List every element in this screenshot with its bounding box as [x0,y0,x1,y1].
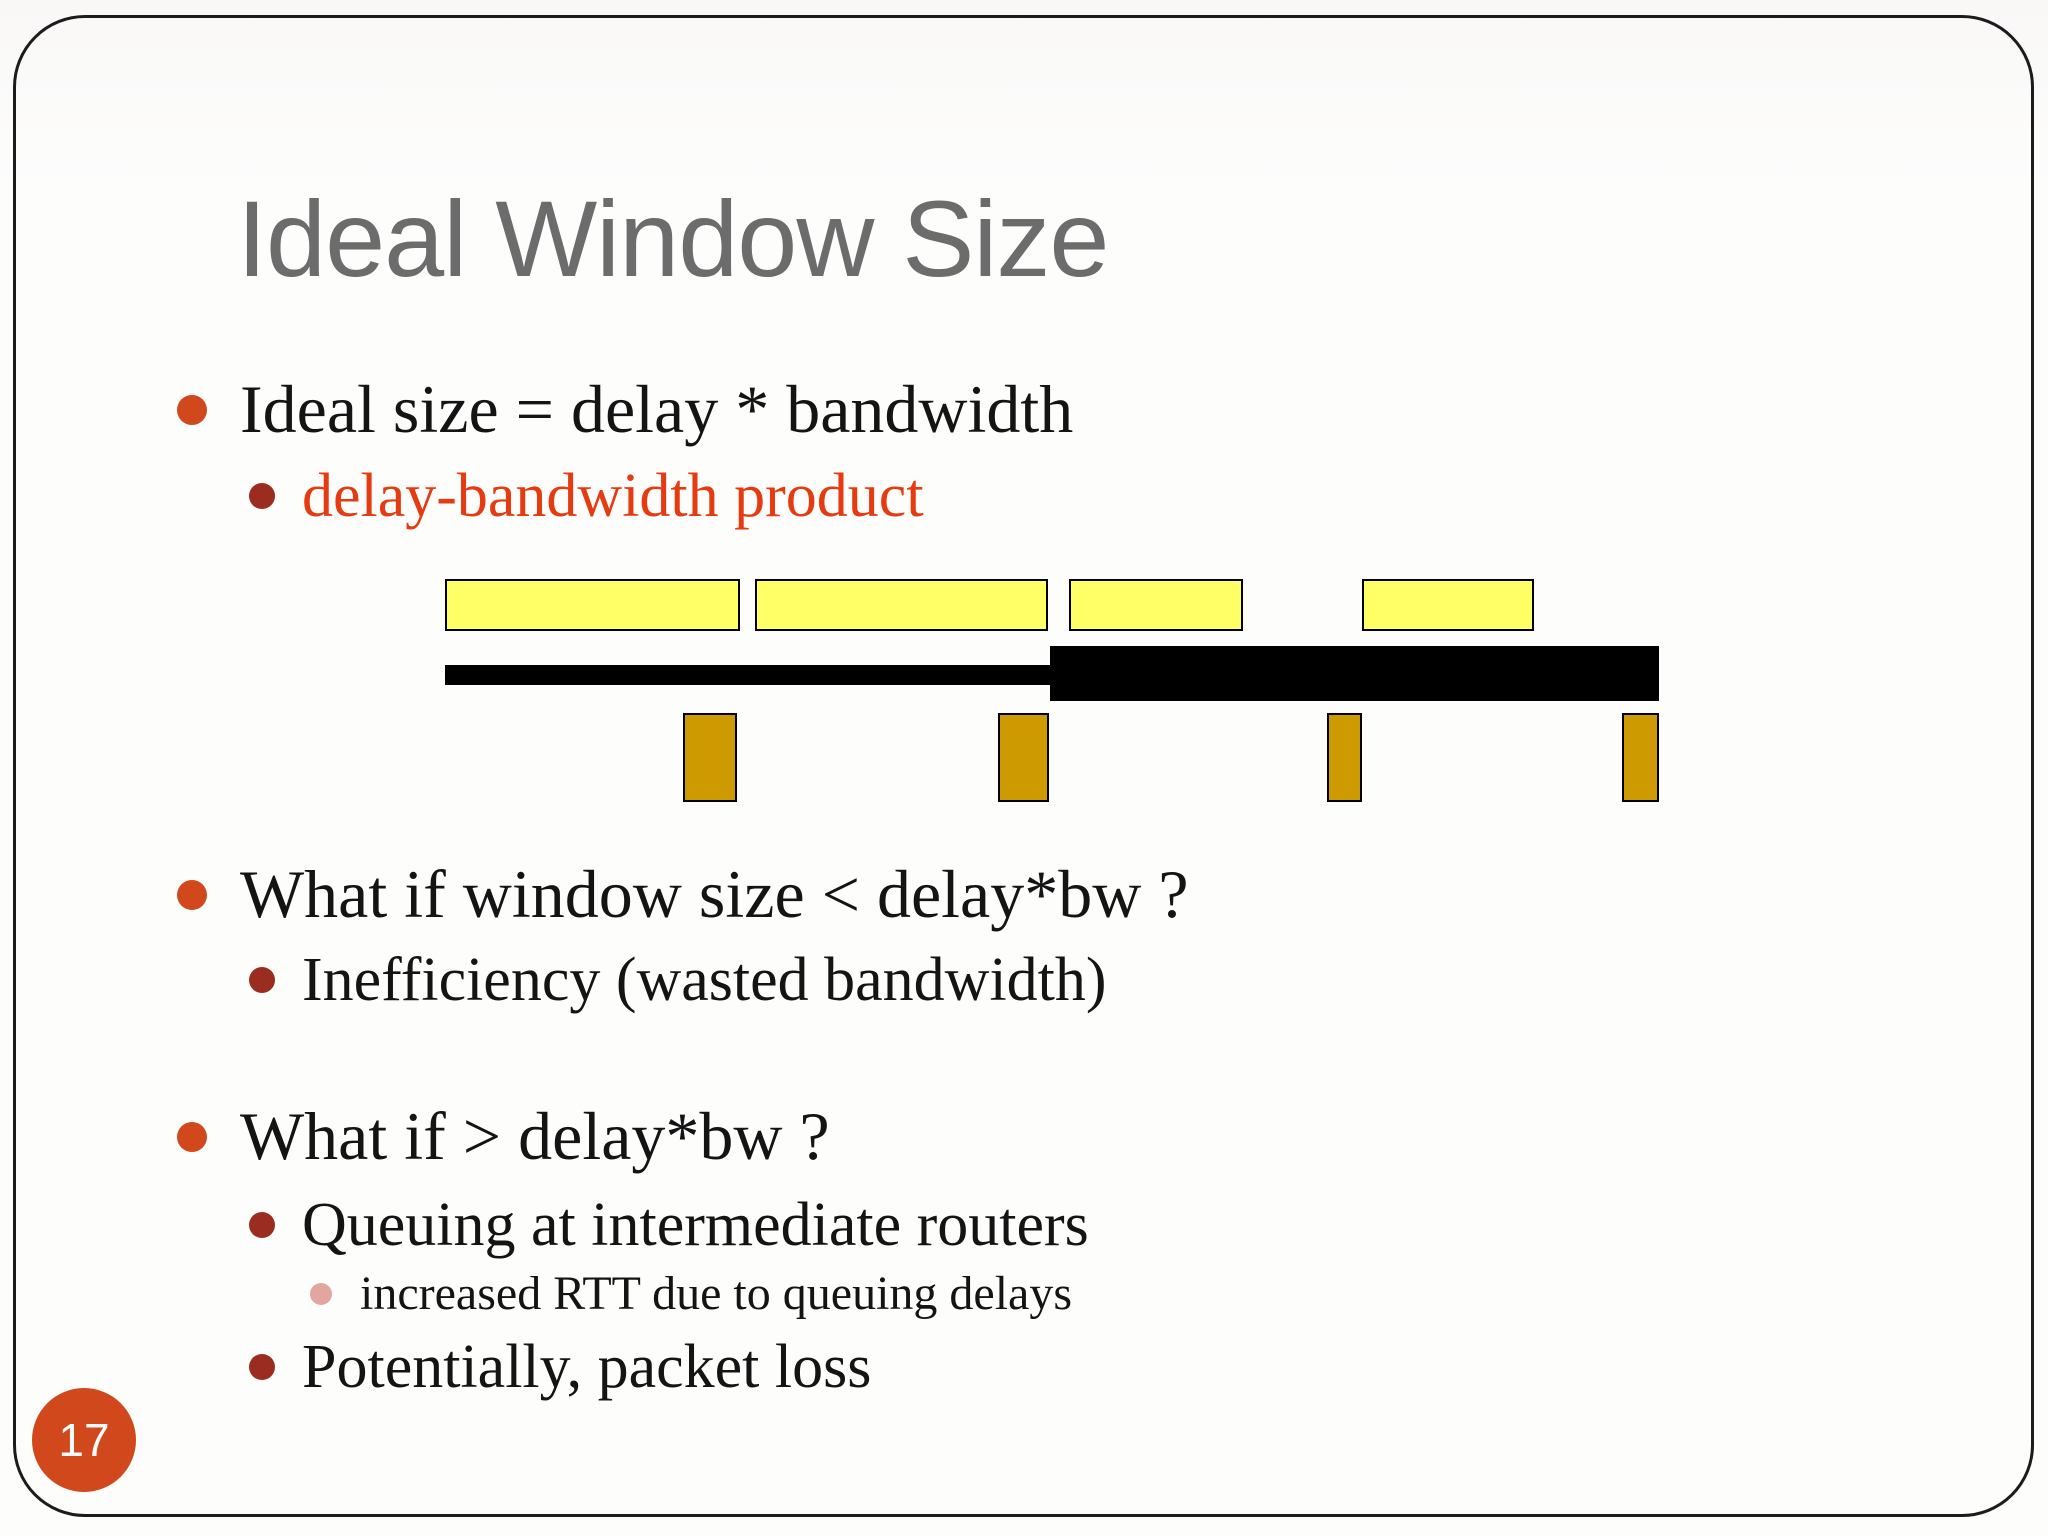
page-number: 17 [58,1414,110,1466]
bullet-text: delay-bandwidth product [302,462,924,530]
bullet-text: What if window size < delay*bw ? [240,856,1189,932]
bullet-level2-icon [249,1212,275,1239]
bullet-item: increased RTT due to queuing delays [310,1265,1072,1323]
bullet-text: Potentially, packet loss [302,1333,872,1401]
bullet-text: Queuing at intermediate routers [302,1191,1089,1259]
page-title: Ideal Window Size [237,178,1109,299]
bullet-item: Queuing at intermediate routers [249,1188,1089,1262]
bullet-item: What if > delay*bw ? [177,1096,830,1178]
link-pipe-thin-bar [445,665,1050,685]
bullet-level1-icon [177,394,207,425]
window-segment-box [1069,579,1243,631]
bullet-level2-icon [249,1354,275,1381]
bullet-level1-icon [177,879,207,910]
bullet-level2-icon [249,967,275,994]
page-number-badge: 17 [32,1388,136,1492]
bullet-item: Inefficiency (wasted bandwidth) [249,943,1107,1017]
window-segment-box [445,579,740,631]
slide-border [13,15,2034,1517]
bullet-item: What if window size < delay*bw ? [177,854,1189,936]
bullet-item: Ideal size = delay * bandwidth [177,369,1073,451]
bullet-item: delay-bandwidth product [249,459,924,533]
ack-packet-box [1327,713,1362,802]
link-pipe-thick-bar [1050,646,1659,701]
ack-packet-box [1622,713,1659,802]
bullet-level3-icon [310,1282,332,1305]
bullet-text: What if > delay*bw ? [240,1098,830,1174]
bullet-text: increased RTT due to queuing delays [360,1267,1073,1320]
bullet-level2-icon [249,483,275,510]
bullet-item: Potentially, packet loss [249,1330,871,1404]
bullet-text: Inefficiency (wasted bandwidth) [302,946,1107,1014]
ack-packet-box [998,713,1049,802]
window-segment-box [1362,579,1534,631]
bullet-level1-icon [177,1121,207,1152]
bullet-text: Ideal size = delay * bandwidth [240,371,1074,447]
ack-packet-box [683,713,737,802]
window-segment-box [755,579,1048,631]
